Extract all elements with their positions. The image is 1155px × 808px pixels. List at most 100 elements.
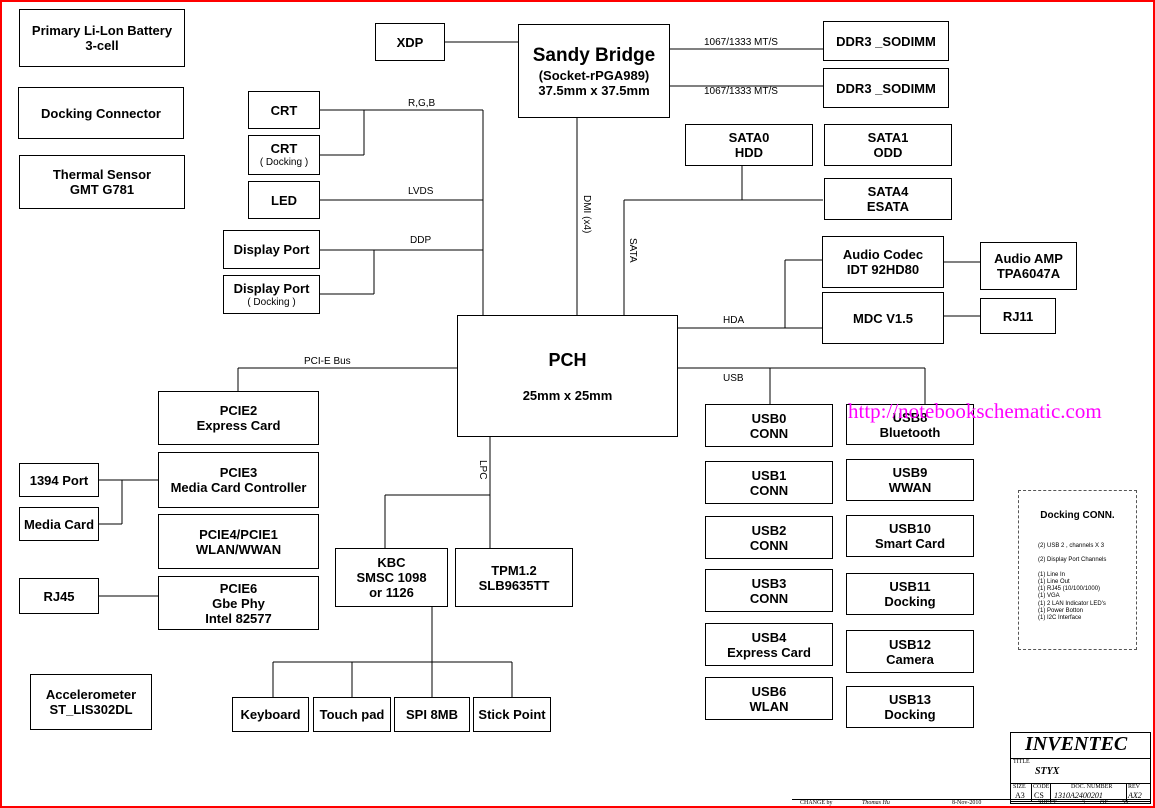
pcie2-block: PCIE2 Express Card [158,391,319,445]
crt-docking-block: CRT ( Docking ) [248,135,320,175]
xdp-label: XDP [396,34,424,50]
title-label: TITLE [1013,759,1030,765]
sata0-label: SATA0 [728,130,770,145]
usb9-block: USB9 WWAN [846,459,974,501]
audio-amp-part: TPA6047A [996,266,1061,281]
change-row: CHANGE by Thomas Hu 8-Nov-2010 SHEET 3 O… [792,799,1151,806]
touchpad-block: Touch pad [313,697,391,732]
docking-conn-item: (1) Power Botton [1038,607,1084,614]
usb2-block: USB2 CONN [705,516,833,559]
ddr3-b-label: DDR3 _SODIMM [836,80,936,96]
usb8-device: Bluetooth [879,424,941,440]
pcie2-label: PCIE2 [219,403,258,418]
cpu-socket: (Socket-rPGA989) [538,68,650,83]
thermal-sensor-label: Thermal Sensor [52,167,152,182]
pcie6-label: PCIE6 [219,580,258,596]
crt-block: CRT [248,91,320,129]
stick-point-label: Stick Point [478,707,546,722]
usb1-device: CONN [749,482,789,498]
usb1-block: USB1 CONN [705,461,833,504]
code-value: CS [1034,791,1044,800]
accelerometer-part: ST_LIS302DL [49,702,133,717]
usb10-label: USB10 [889,521,931,536]
docking-conn-item: (2) USB 2 , channels X 3 [1038,543,1105,549]
pcie4-block: PCIE4/PCIE1 WLAN/WWAN [158,514,319,569]
pcie4-label: PCIE4/PCIE1 [199,526,278,542]
spi-label: SPI 8MB [405,707,458,722]
usb8-label: USB8 [892,409,928,425]
company-name: INVENTEC [1025,733,1128,755]
watermark-url: http://notebookschematic.com [848,399,1102,423]
display-port-label: Display Port [233,242,310,257]
port-1394-block: 1394 Port [19,463,99,497]
tpm-part: SLB9635TT [478,577,550,593]
thermal-sensor-block: Thermal Sensor GMT G781 [19,155,185,209]
changed-by-value: Thomas Hu [862,800,890,806]
rev-value: AX2 [1128,791,1142,800]
battery-cells: 3-cell [85,38,119,53]
sheet-value: 3 [1082,800,1085,806]
usb1-label: USB1 [751,467,787,483]
doc-number-label: DOC. NUMBER [1071,784,1113,790]
accelerometer-block: Accelerometer ST_LIS302DL [30,674,152,730]
sata1-block: SATA1 ODD [824,124,952,166]
docking-connector-label: Docking Connector [41,105,161,121]
sata0-block: SATA0 HDD [685,124,813,166]
usb13-label: USB13 [889,692,931,707]
mdc-label: MDC V1.5 [853,310,913,326]
docking-conn-list: (2) USB 2 , channels X 3 (2) Display Por… [1038,543,1106,622]
audio-codec-label: Audio Codec [842,247,924,262]
pcie4-device: WLAN/WWAN [195,541,282,557]
size-value: A3 [1015,791,1025,800]
spi-block: SPI 8MB [394,697,470,732]
usb13-device: Docking [884,707,936,722]
audio-amp-label: Audio AMP [994,251,1063,266]
usb11-label: USB11 [889,579,931,594]
usb12-block: USB12 Camera [846,630,974,673]
rj45-label: RJ45 [43,588,75,604]
bus-label-pcie: PCI-E Bus [304,356,351,367]
bus-label-hda: HDA [723,315,745,326]
kbc-block: KBC SMSC 1098 or 1126 [335,548,448,607]
docking-conn-item: (1) RJ45 (10/100/1000) [1038,586,1101,593]
led-block: LED [248,181,320,219]
bus-label-lvds: LVDS [408,186,434,197]
sata1-device: ODD [873,145,903,160]
size-label: SIZE [1013,784,1026,790]
docking-conn-title: Docking CONN. [1040,510,1115,521]
usb10-block: USB10 Smart Card [846,515,974,557]
usb3-block: USB3 CONN [705,569,833,612]
usb8-block: USB8 Bluetooth [846,404,974,445]
bus-label-ddp: DDP [410,235,432,246]
usb2-device: CONN [749,537,789,553]
docking-conn-item [1038,565,1106,572]
kbc-label: KBC [377,555,406,570]
crt-docking-sub: ( Docking ) [259,157,309,168]
thermal-sensor-part: GMT G781 [69,182,135,197]
keyboard-label: Keyboard [240,707,301,722]
bus-label-dmi: DMI (x4) [581,195,592,234]
sata4-device: ESATA [866,199,910,214]
sata4-block: SATA4 ESATA [824,178,952,220]
crt-docking-label: CRT [270,141,298,156]
usb10-device: Smart Card [874,536,946,551]
xdp-block: XDP [375,23,445,61]
pcie3-block: PCIE3 Media Card Controller [158,452,319,508]
usb0-block: USB0 CONN [705,404,833,447]
audio-codec-block: Audio Codec IDT 92HD80 [822,236,944,288]
usb0-device: CONN [749,425,789,441]
pch-name: PCH [548,350,587,370]
pch-size: 25mm x 25mm [522,388,613,403]
usb12-device: Camera [886,651,934,667]
sata1-label: SATA1 [867,130,909,145]
bus-label-rgb: R,G,B [408,98,436,109]
tpm-label: TPM1.2 [491,562,537,578]
battery-block: Primary Li-Lon Battery 3-cell [19,9,185,67]
docking-conn-item: (1) Line Out [1038,579,1070,586]
cpu-size: 37.5mm x 37.5mm [538,83,650,98]
pcie6-device: Gbe Phy [212,595,265,611]
rj11-block: RJ11 [980,298,1056,334]
cpu-block: Sandy Bridge (Socket-rPGA989) 37.5mm x 3… [518,24,670,118]
sheet-label: SHEET [1038,800,1057,806]
